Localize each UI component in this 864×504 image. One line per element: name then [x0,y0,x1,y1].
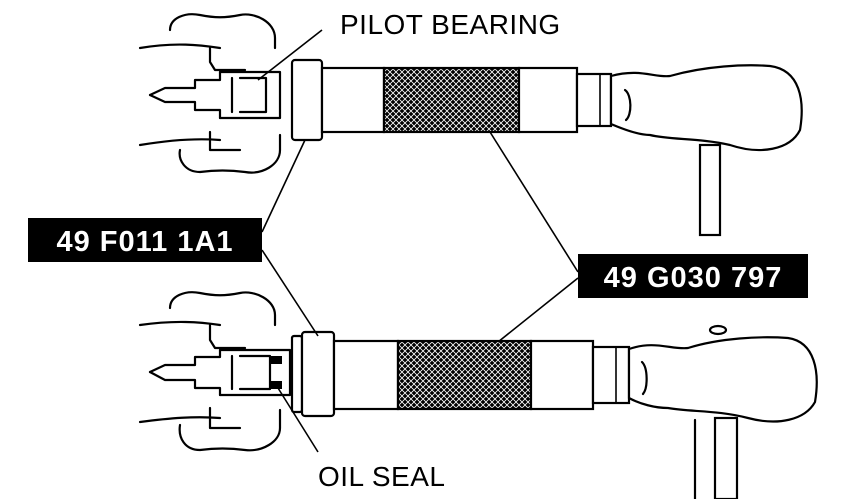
leader-handle-upper [489,131,579,273]
upper-assembly [138,13,803,237]
lower-assembly [138,291,818,501]
tag-installer: 49 F011 1A1 [28,218,262,262]
upper-hammer [609,64,803,237]
lower-installer [290,330,631,418]
lower-hammer [627,324,818,501]
label-pilot-bearing: PILOT BEARING [340,9,561,40]
leader-installer-upper [261,139,306,233]
tag-installer-box [28,218,262,262]
upper-installer [290,58,613,142]
label-oil-seal: OIL SEAL [318,461,445,492]
lower-housing [138,291,292,452]
upper-housing [138,13,282,174]
leader-handle-lower [497,277,579,343]
tag-handle-text: 49 G030 797 [604,262,783,294]
leader-pilot-bearing [257,29,323,81]
tag-handle: 49 G030 797 [578,254,808,298]
tag-handle-box [578,254,808,298]
leader-installer-lower [261,249,319,337]
leader-oil-seal [277,387,319,453]
leader-lines [257,29,579,453]
tag-installer-text: 49 F011 1A1 [56,226,233,258]
